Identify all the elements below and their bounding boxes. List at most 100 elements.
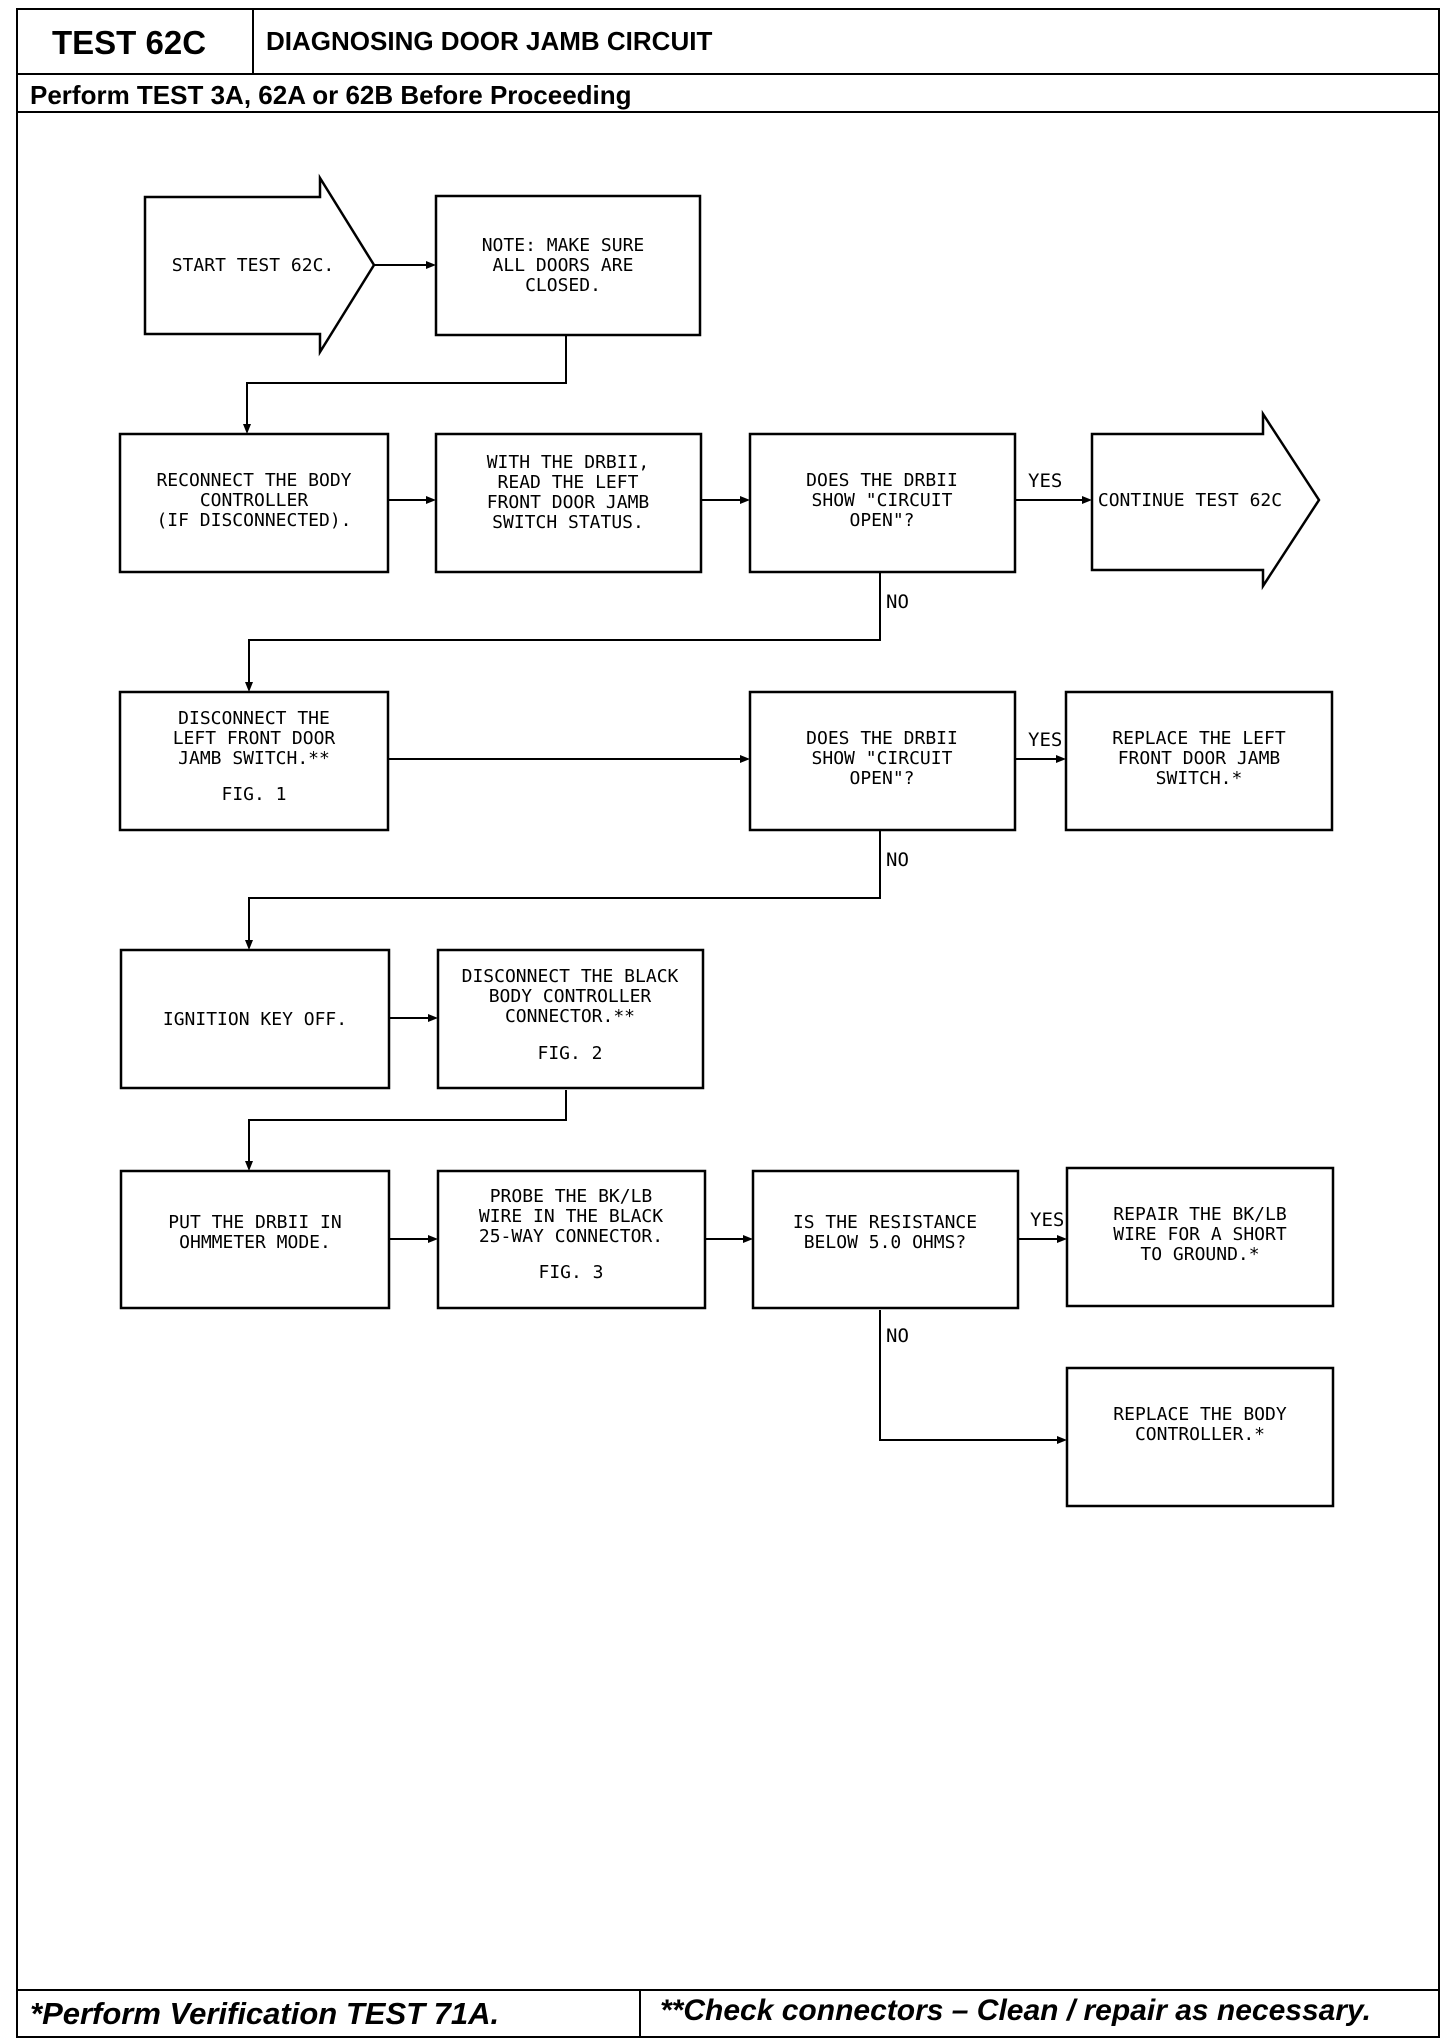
start-label: START TEST 62C.: [172, 255, 335, 276]
box-text-line: WIRE IN THE BLACK: [479, 1206, 663, 1227]
test-id: TEST 62C: [52, 24, 207, 61]
connector-connector-ohmmeter: [248, 1090, 567, 1167]
box-text-line: SWITCH.*: [1156, 768, 1243, 789]
box-text-line: WITH THE DRBII,: [487, 452, 650, 473]
box-text-line: BELOW 5.0 OHMS?: [804, 1232, 967, 1253]
box-text-line: CLOSED.: [525, 275, 601, 296]
decision1-box: [748, 432, 1017, 574]
page-frame: [16, 8, 1440, 2038]
continue-label: CONTINUE TEST 62C: [1098, 490, 1282, 511]
replace-switch-box: [1064, 690, 1334, 832]
yes-label-3: YES: [1030, 1209, 1064, 1231]
probe-fig: FIG. 3: [538, 1262, 603, 1283]
box-text-line: CONTINUE TEST 62C: [1098, 490, 1282, 511]
arrowhead: [1082, 496, 1092, 504]
yes-label-1: YES: [1028, 470, 1062, 492]
box-text-line: SWITCH STATUS.: [492, 512, 644, 533]
box-text-line: FRONT DOOR JAMB: [1118, 748, 1281, 769]
box-text-line: IS THE RESISTANCE: [793, 1212, 977, 1233]
arrowhead: [245, 940, 253, 950]
prerequisite-note: Perform TEST 3A, 62A or 62B Before Proce…: [30, 80, 632, 110]
decision3-box: [751, 1169, 1020, 1310]
box-text-line: OHMMETER MODE.: [179, 1232, 331, 1253]
box-text-line: TO GROUND.*: [1140, 1244, 1259, 1265]
box-text-line: WIRE FOR A SHORT: [1113, 1224, 1287, 1245]
no-label-3: NO: [886, 1325, 909, 1347]
no-label-2: NO: [886, 849, 909, 871]
footer-verification-note: *Perform Verification TEST 71A.: [30, 1996, 500, 2031]
box-text-line: CONNECTOR.**: [505, 1006, 635, 1027]
box-text-line: (IF DISCONNECTED).: [156, 510, 351, 531]
arrowhead: [245, 1161, 253, 1171]
box-text-line: CONTROLLER: [200, 490, 309, 511]
box-text-line: JAMB SWITCH.**: [178, 748, 330, 769]
arrowhead: [428, 1014, 438, 1022]
disconnect-connector-box: [436, 948, 705, 1090]
box-text-line: PROBE THE BK/LB: [490, 1186, 653, 1207]
arrowhead: [245, 682, 253, 692]
arrowhead: [740, 496, 750, 504]
box-text-line: SHOW "CIRCUIT: [812, 748, 953, 769]
reconnect-box: [118, 432, 390, 574]
box-text-line: SHOW "CIRCUIT: [812, 490, 953, 511]
box-text-line: OPEN"?: [849, 768, 914, 789]
arrowhead: [426, 496, 436, 504]
arrowhead: [1057, 1235, 1067, 1243]
box-text-line: ALL DOORS ARE: [493, 255, 634, 276]
ignition-off-box: [119, 948, 391, 1090]
arrowhead: [426, 261, 436, 269]
yes-label-2: YES: [1028, 729, 1062, 751]
connector-decision3-replace-controller: [879, 1310, 1063, 1441]
disconnect-switch-fig: FIG. 1: [221, 784, 286, 805]
box-text-line: 25-WAY CONNECTOR.: [479, 1226, 663, 1247]
footer-connectors-note: **Check connectors – Clean / repair as n…: [660, 1994, 1371, 2027]
box-text-line: LEFT FRONT DOOR: [173, 728, 336, 749]
box-text-line: OPEN"?: [849, 510, 914, 531]
ohmmeter-box: [119, 1169, 391, 1310]
box-text-line: READ THE LEFT: [498, 472, 639, 493]
arrowhead: [1057, 1436, 1067, 1444]
box-text-line: START TEST 62C.: [172, 255, 335, 276]
connector-note-reconnect: [246, 335, 567, 430]
disconnect-connector-fig: FIG. 2: [537, 1043, 602, 1064]
box-text-line: FRONT DOOR JAMB: [487, 492, 650, 513]
box-text-line: DISCONNECT THE BLACK: [462, 966, 679, 987]
disconnect-switch-box: [118, 690, 390, 832]
arrowhead: [1056, 755, 1066, 763]
box-text-line: NOTE: MAKE SURE: [482, 235, 645, 256]
decision2-box: [748, 690, 1017, 832]
box-text-line: DOES THE DRBII: [806, 728, 958, 749]
box-text-line: IGNITION KEY OFF.: [163, 1009, 347, 1030]
no-label-1: NO: [886, 591, 909, 613]
connector-decision1-disconnect: [248, 572, 881, 688]
box-text-line: REPLACE THE LEFT: [1112, 728, 1286, 749]
ignition-off-label: IGNITION KEY OFF.: [163, 1009, 347, 1030]
arrowhead: [743, 1235, 753, 1243]
continue-arrow-shape: [1090, 409, 1321, 591]
arrowhead: [740, 755, 750, 763]
replace-controller-box: [1065, 1366, 1335, 1508]
probe-box: [436, 1169, 707, 1310]
repair-wire-box: [1065, 1166, 1335, 1308]
start-arrow-shape: [143, 173, 376, 357]
box-text-line: RECONNECT THE BODY: [156, 470, 351, 491]
arrowhead: [428, 1235, 438, 1243]
box-text-line: BODY CONTROLLER: [489, 986, 652, 1007]
box-text-line: REPLACE THE BODY: [1113, 1404, 1287, 1425]
box-text-line: REPAIR THE BK/LB: [1113, 1204, 1286, 1225]
note-box: [434, 194, 702, 337]
box-text-line: DOES THE DRBII: [806, 470, 958, 491]
